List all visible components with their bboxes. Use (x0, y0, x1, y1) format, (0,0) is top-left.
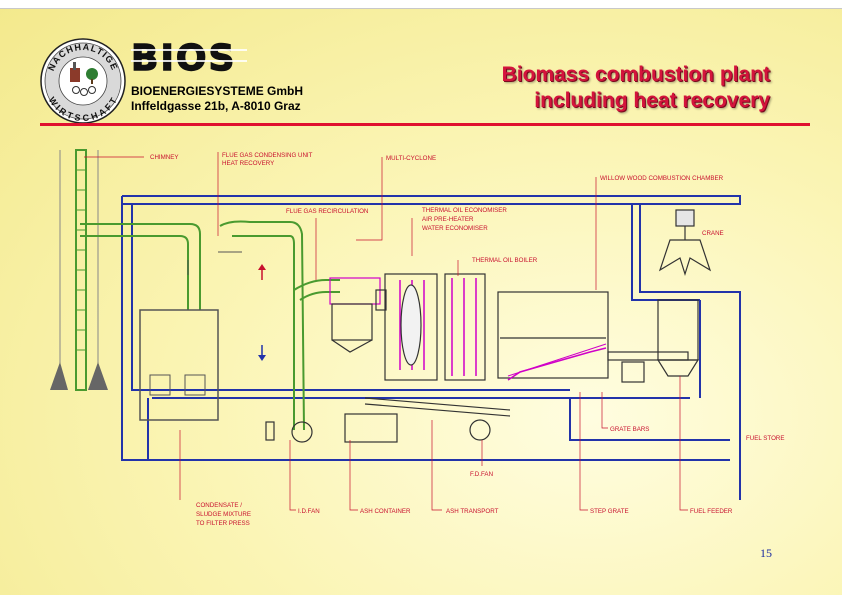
label-fuel-feeder: FUEL FEEDER (690, 508, 733, 515)
label-thermal-oil-boiler: THERMAL OIL BOILER (472, 257, 538, 264)
label-flue-gas-condensing: FLUE GAS CONDENSING UNIT (222, 152, 313, 159)
ash-system (265, 397, 511, 443)
bios-logo: BIOS (131, 40, 247, 74)
slide-title: Biomass combustion plant including heat … (502, 62, 770, 114)
diagram-labels: CHIMNEY FLUE GAS CONDENSING UNIT HEAT RE… (150, 152, 785, 527)
title-line-1: Biomass combustion plant (501, 63, 770, 86)
bios-wordmark: BIOS (131, 40, 236, 74)
flue-gas-ducts (80, 220, 340, 431)
company-address: Inffeldgasse 21b, A-8010 Graz (131, 99, 301, 113)
label-multi-cyclone: MULTI-CYCLONE (386, 155, 436, 162)
chimney (50, 149, 108, 391)
label-air-preheater: AIR PRE-HEATER (422, 216, 474, 223)
page-number: 15 (760, 546, 772, 560)
label-condensate-3: TO FILTER PRESS (196, 520, 250, 527)
label-condensate-1: CONDENSATE / (196, 502, 242, 509)
label-water-economiser: WATER ECONOMISER (422, 225, 488, 232)
top-border (0, 0, 842, 9)
label-fuel-store: FUEL STORE (746, 435, 785, 442)
label-willow-wood: WILLOW WOOD COMBUSTION CHAMBER (600, 175, 724, 182)
label-heat-recovery: HEAT RECOVERY (222, 160, 274, 167)
company-block: BIOENERGIESYSTEME GmbH Inffeldgasse 21b,… (131, 84, 303, 114)
label-fd-fan: F.D.FAN (470, 471, 493, 478)
label-ash-container: ASH CONTAINER (360, 508, 411, 515)
multi-cyclone (329, 277, 387, 353)
heat-exchangers (384, 273, 486, 381)
gear-icon (72, 86, 80, 94)
plant-diagram: CHIMNEY FLUE GAS CONDENSING UNIT HEAT RE… (50, 149, 785, 527)
title-divider (40, 123, 810, 126)
label-grate-bars: GRATE BARS (610, 426, 649, 433)
crane (656, 209, 712, 377)
title-line-2: including heat recovery (534, 89, 770, 112)
company-name: BIOENERGIESYSTEME GmbH (131, 84, 304, 98)
combustion-chamber (497, 291, 689, 383)
label-crane: CRANE (702, 230, 724, 237)
label-ash-transport: ASH TRANSPORT (446, 508, 499, 515)
label-step-grate: STEP GRATE (590, 508, 629, 515)
label-condensate-2: SLUDGE MIXTURE (196, 511, 251, 518)
label-thermal-oil-economiser: THERMAL OIL ECONOMISER (422, 207, 507, 214)
tree-icon (86, 68, 98, 80)
label-leaders (84, 152, 688, 511)
nachhaltige-wirtschaft-seal-logo: NACHHALTIGE WIRTSCHAFT (40, 38, 126, 124)
label-chimney: CHIMNEY (150, 154, 179, 161)
label-flue-gas-recirculation: FLUE GAS RECIRCULATION (286, 208, 368, 215)
label-id-fan: I.D.FAN (298, 508, 320, 515)
factory-icon (70, 68, 80, 82)
building-outline (121, 195, 741, 500)
